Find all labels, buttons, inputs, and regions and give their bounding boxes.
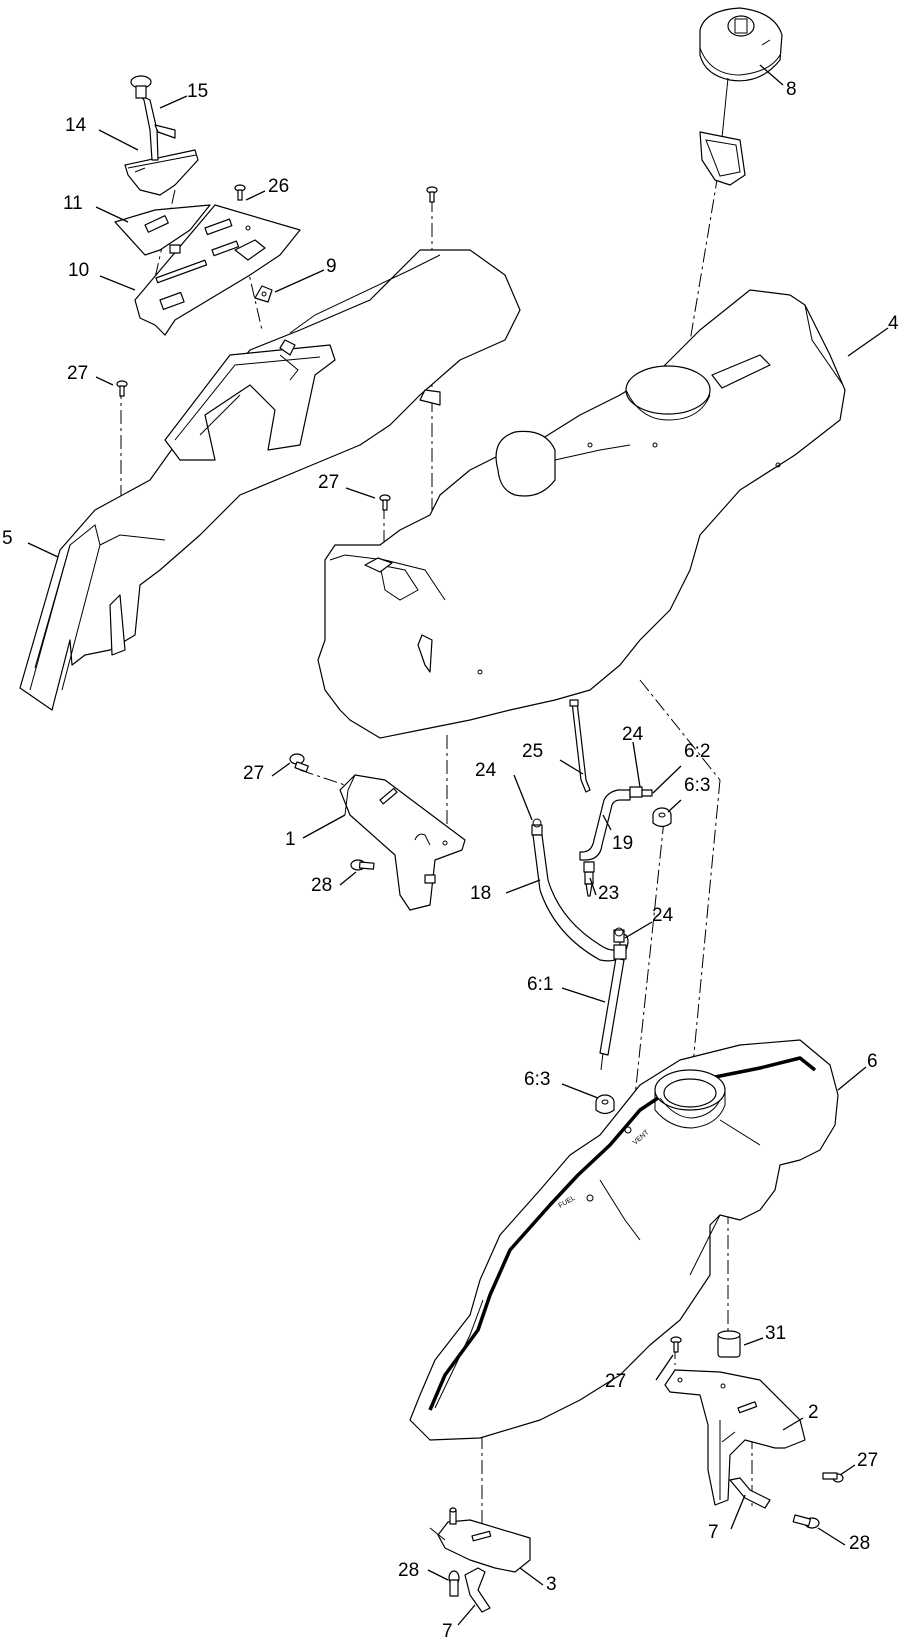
- fuel-line-components: [531, 699, 672, 1115]
- callout-6-3-b: 6:3: [524, 1069, 550, 1090]
- callout-24-b: 24: [622, 724, 644, 745]
- callout-labels: 15 14 11 10 26 9 8 4 27 5 27 27 1 28 24 …: [2, 79, 899, 1642]
- callout-28-a: 28: [311, 875, 332, 896]
- callout-6: 6: [867, 1051, 878, 1072]
- part-31-bumper: [717, 1330, 741, 1358]
- part-6-1-pickup-tube: [599, 944, 627, 1071]
- callout-31: 31: [765, 1323, 786, 1344]
- part-15-lever: [130, 75, 176, 161]
- callout-10: 10: [68, 260, 89, 281]
- part-27-screw-lower: [670, 1336, 682, 1353]
- callout-3: 3: [546, 1574, 557, 1595]
- part-28-screw-bracket1: [350, 859, 375, 871]
- fasteners: [116, 184, 844, 1597]
- callout-4: 4: [888, 313, 899, 334]
- callout-27-b: 27: [318, 472, 339, 493]
- part-6-fuel-tank: FUEL VENT: [409, 1039, 839, 1441]
- callout-27-c: 27: [243, 763, 264, 784]
- callout-14: 14: [65, 115, 87, 136]
- part-23-valve: [583, 861, 595, 897]
- part-27-screw-bracket1: [289, 753, 309, 773]
- screw-top-center: [426, 186, 438, 203]
- callout-7-b: 7: [442, 1621, 453, 1642]
- callout-7-a: 7: [708, 1522, 719, 1543]
- part-8-fuel-cap: [699, 7, 783, 186]
- callout-6-1: 6:1: [527, 974, 553, 995]
- callout-6-3-a: 6:3: [684, 775, 710, 796]
- callout-1: 1: [285, 829, 296, 850]
- part-2-bracket: [664, 1369, 806, 1506]
- part-3-bracket: [429, 1507, 531, 1573]
- fitting-lower: [613, 927, 625, 943]
- part-4-tank-cover: [317, 289, 846, 739]
- callout-26: 26: [268, 176, 289, 197]
- hose-clamp-left: [531, 818, 543, 836]
- callout-15: 15: [187, 81, 208, 102]
- callout-28-c: 28: [398, 1560, 419, 1581]
- elbow-fitting-top: [629, 786, 653, 798]
- part-7-straps: [464, 1477, 771, 1613]
- part-27-screw-right: [822, 1472, 844, 1483]
- part-27-screw-middle: [379, 494, 391, 511]
- callout-24-a: 24: [475, 760, 497, 781]
- part-11-bezel: [114, 204, 211, 256]
- grommet-lower: [595, 1094, 615, 1115]
- callout-27-d: 27: [605, 1371, 626, 1392]
- callout-19: 19: [612, 833, 633, 854]
- callout-6-2: 6:2: [684, 741, 710, 762]
- callout-9: 9: [326, 256, 337, 277]
- part-5-shroud: [19, 249, 521, 711]
- callout-8: 8: [786, 79, 797, 100]
- callout-23: 23: [598, 883, 619, 904]
- part-10-plate: [134, 204, 301, 336]
- grommet-top: [652, 807, 672, 828]
- part-26-screw: [234, 184, 246, 201]
- part-14-lever-base: [124, 149, 199, 196]
- leader-lines: [27, 64, 889, 1626]
- part-9-clip: [254, 285, 273, 303]
- callout-18: 18: [470, 883, 491, 904]
- part-28-screw-left-bottom: [448, 1570, 460, 1597]
- callout-28-b: 28: [849, 1533, 870, 1554]
- part-1-bracket: [339, 774, 466, 911]
- part-27-screw-left: [116, 380, 128, 397]
- callout-5: 5: [2, 528, 13, 549]
- callout-24-c: 24: [652, 905, 674, 926]
- callout-27-a: 27: [67, 363, 88, 384]
- callout-11: 11: [63, 193, 83, 214]
- part-28-screw-right: [792, 1514, 820, 1529]
- callout-25: 25: [522, 741, 543, 762]
- callout-27-e: 27: [857, 1450, 878, 1471]
- callout-2: 2: [808, 1402, 819, 1423]
